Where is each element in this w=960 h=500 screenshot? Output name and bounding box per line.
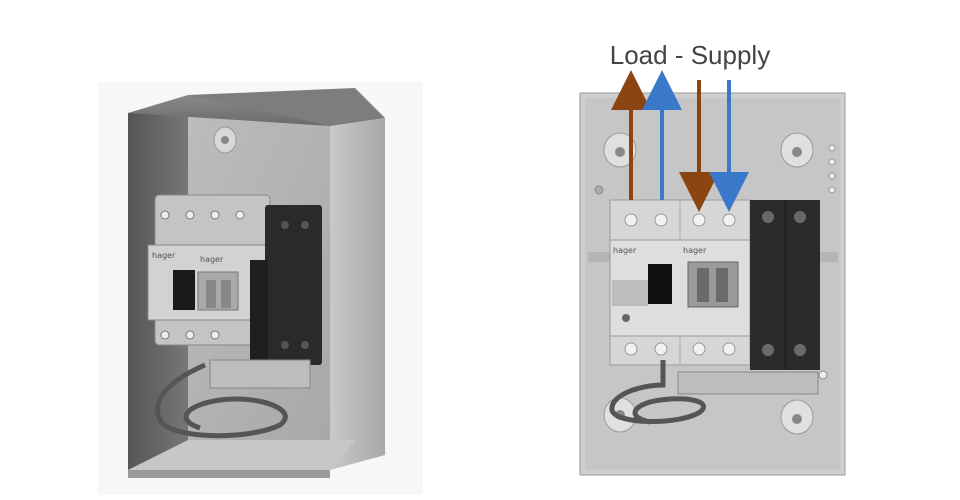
- hager-label-right-1: hager: [613, 246, 637, 255]
- load-supply-title: Load - Supply: [609, 40, 771, 70]
- hager-label-left-1: hager: [152, 251, 176, 260]
- hager-label-left-2: hager: [200, 255, 224, 264]
- flow-arrows: [611, 70, 749, 212]
- enclosure-front-view: hager hager: [579, 92, 846, 476]
- hager-label-right-2: hager: [683, 246, 707, 255]
- enclosure-3d-view: hager hager: [98, 82, 423, 495]
